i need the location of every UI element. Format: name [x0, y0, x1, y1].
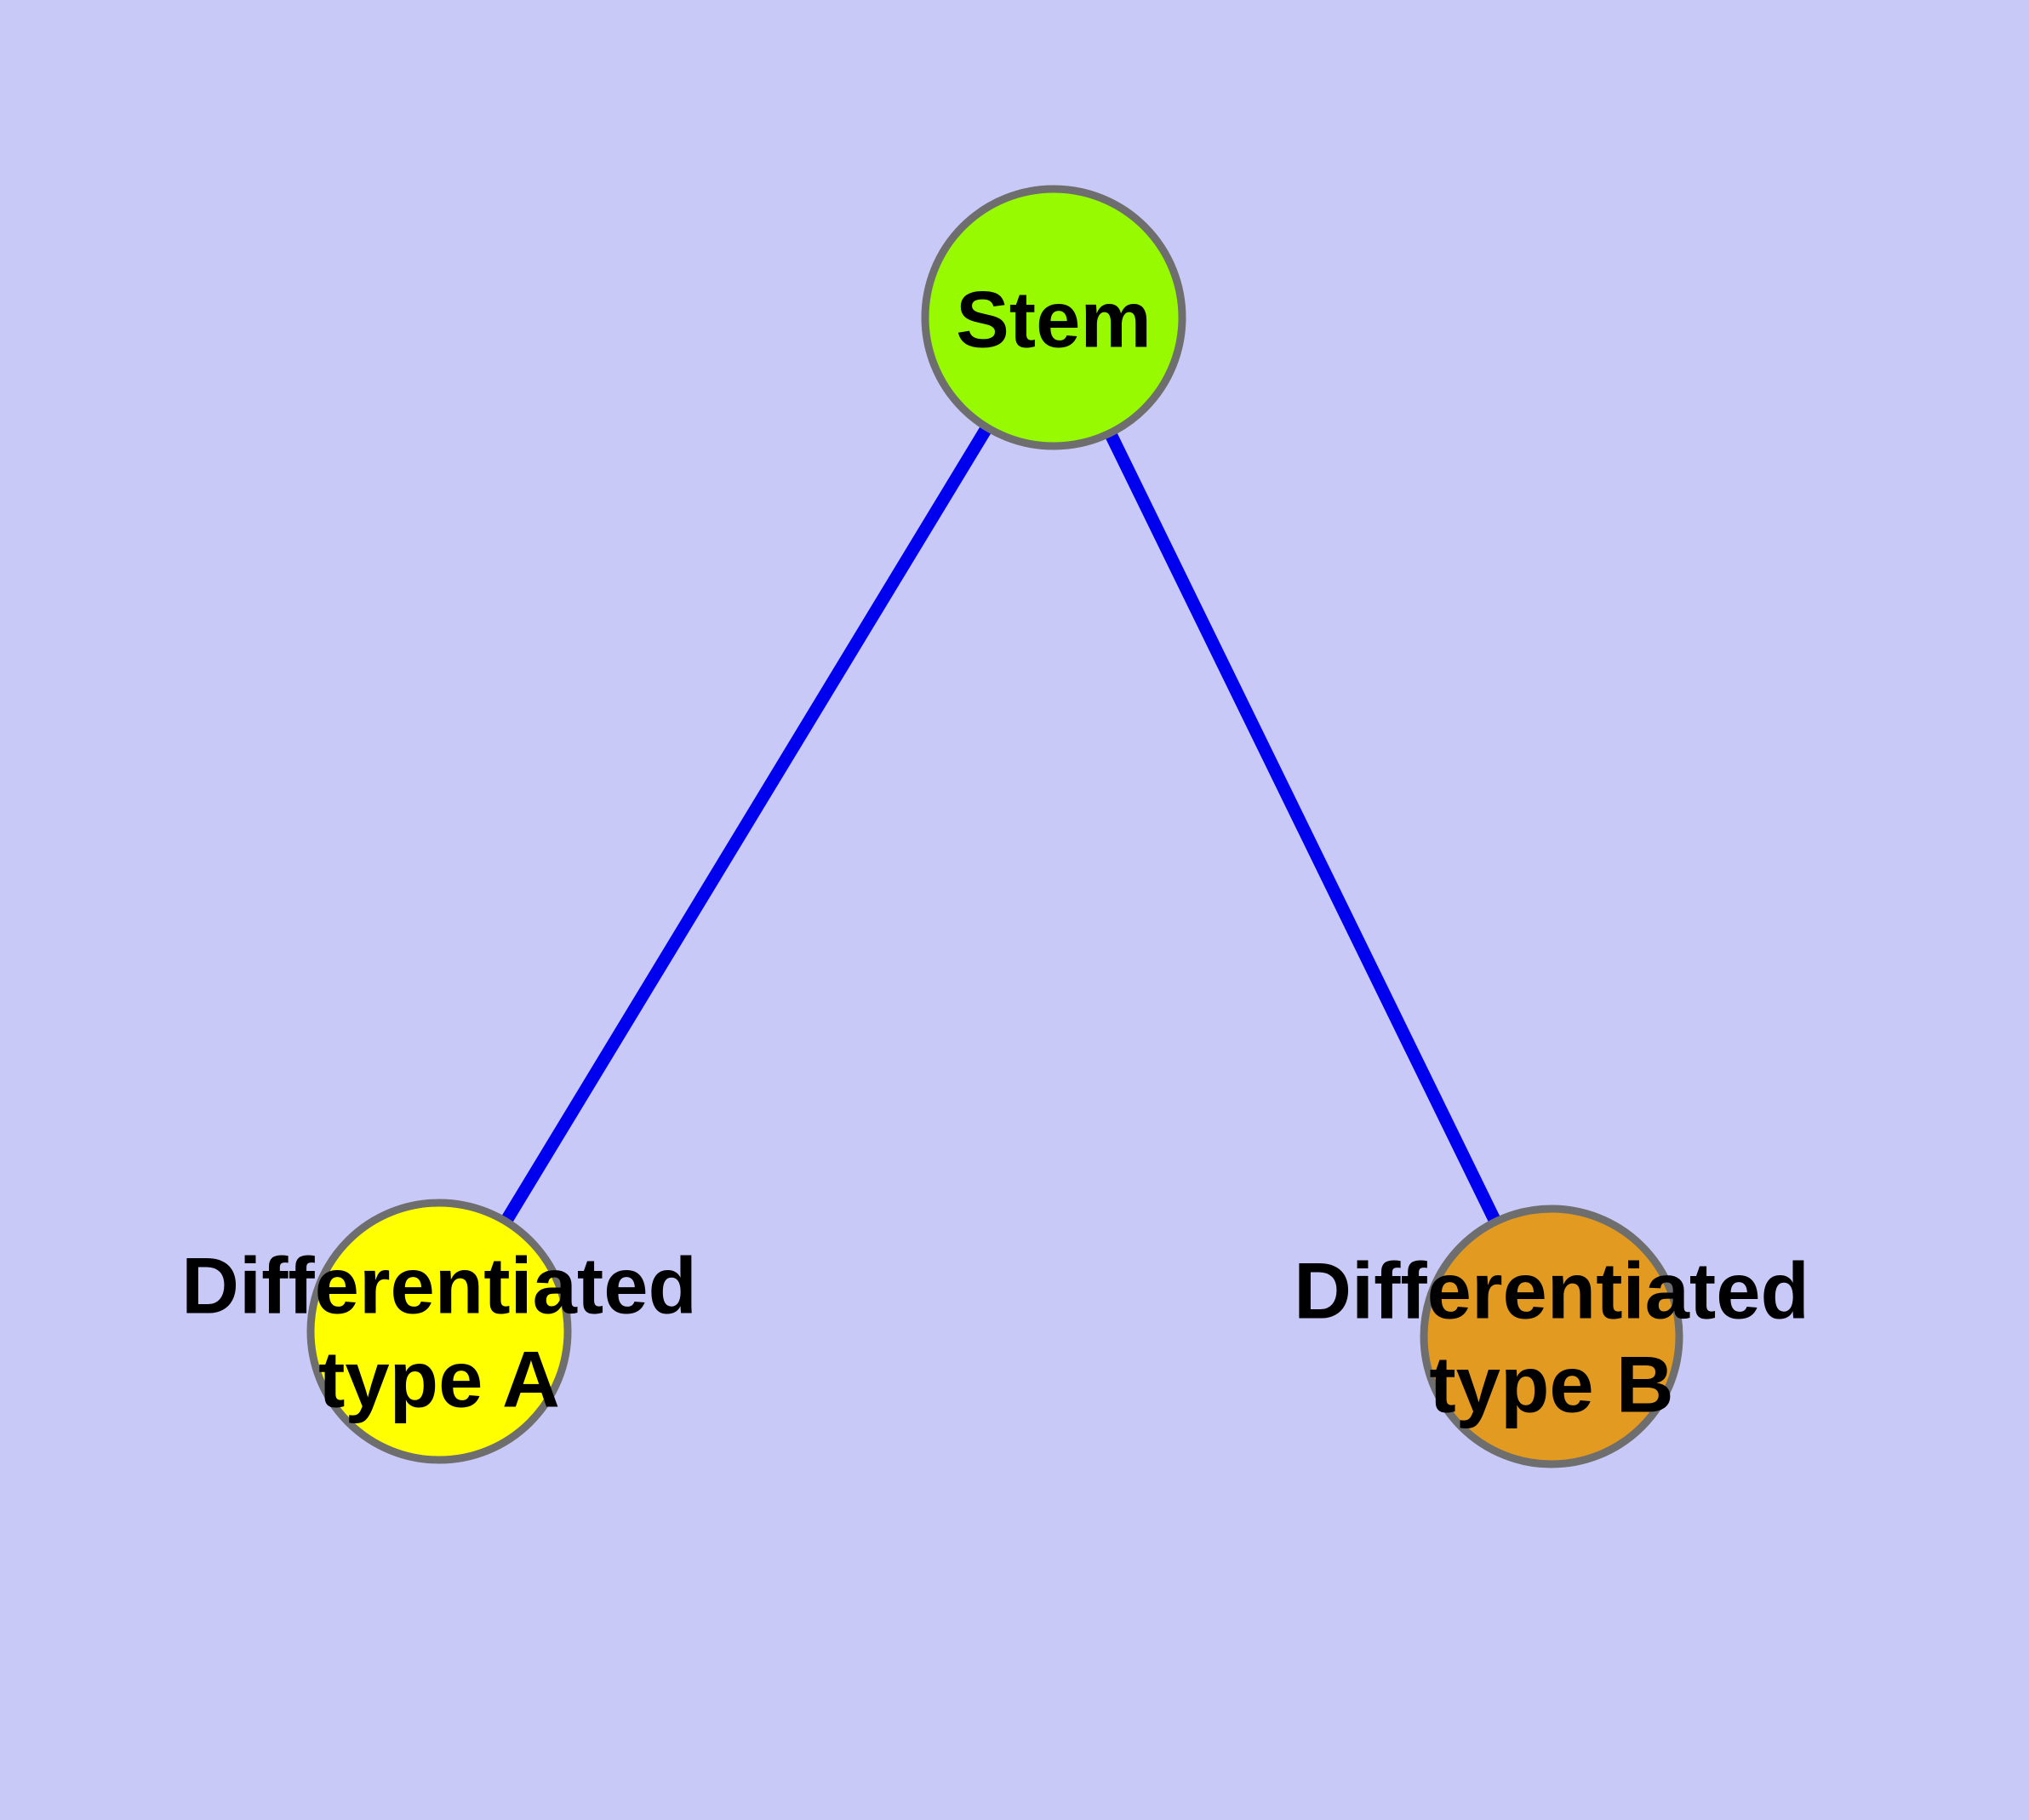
- node-type-b-label-line1: Differentiated: [1294, 1246, 1809, 1336]
- node-differentiated-type-b: [1420, 1205, 1683, 1468]
- edge-stem-to-type-b-line: [1048, 314, 1557, 1340]
- node-type-a-label-line2: type A: [318, 1335, 560, 1424]
- node-differentiated-type-a: [306, 1199, 572, 1464]
- edge-stem-to-type-a-line: [433, 314, 1060, 1335]
- node-stem-label: Stem: [956, 275, 1152, 364]
- node-stem: [921, 185, 1186, 450]
- node-type-a-label-line1: Differentiated: [181, 1241, 697, 1331]
- node-type-b-label-line2: type B: [1429, 1340, 1673, 1429]
